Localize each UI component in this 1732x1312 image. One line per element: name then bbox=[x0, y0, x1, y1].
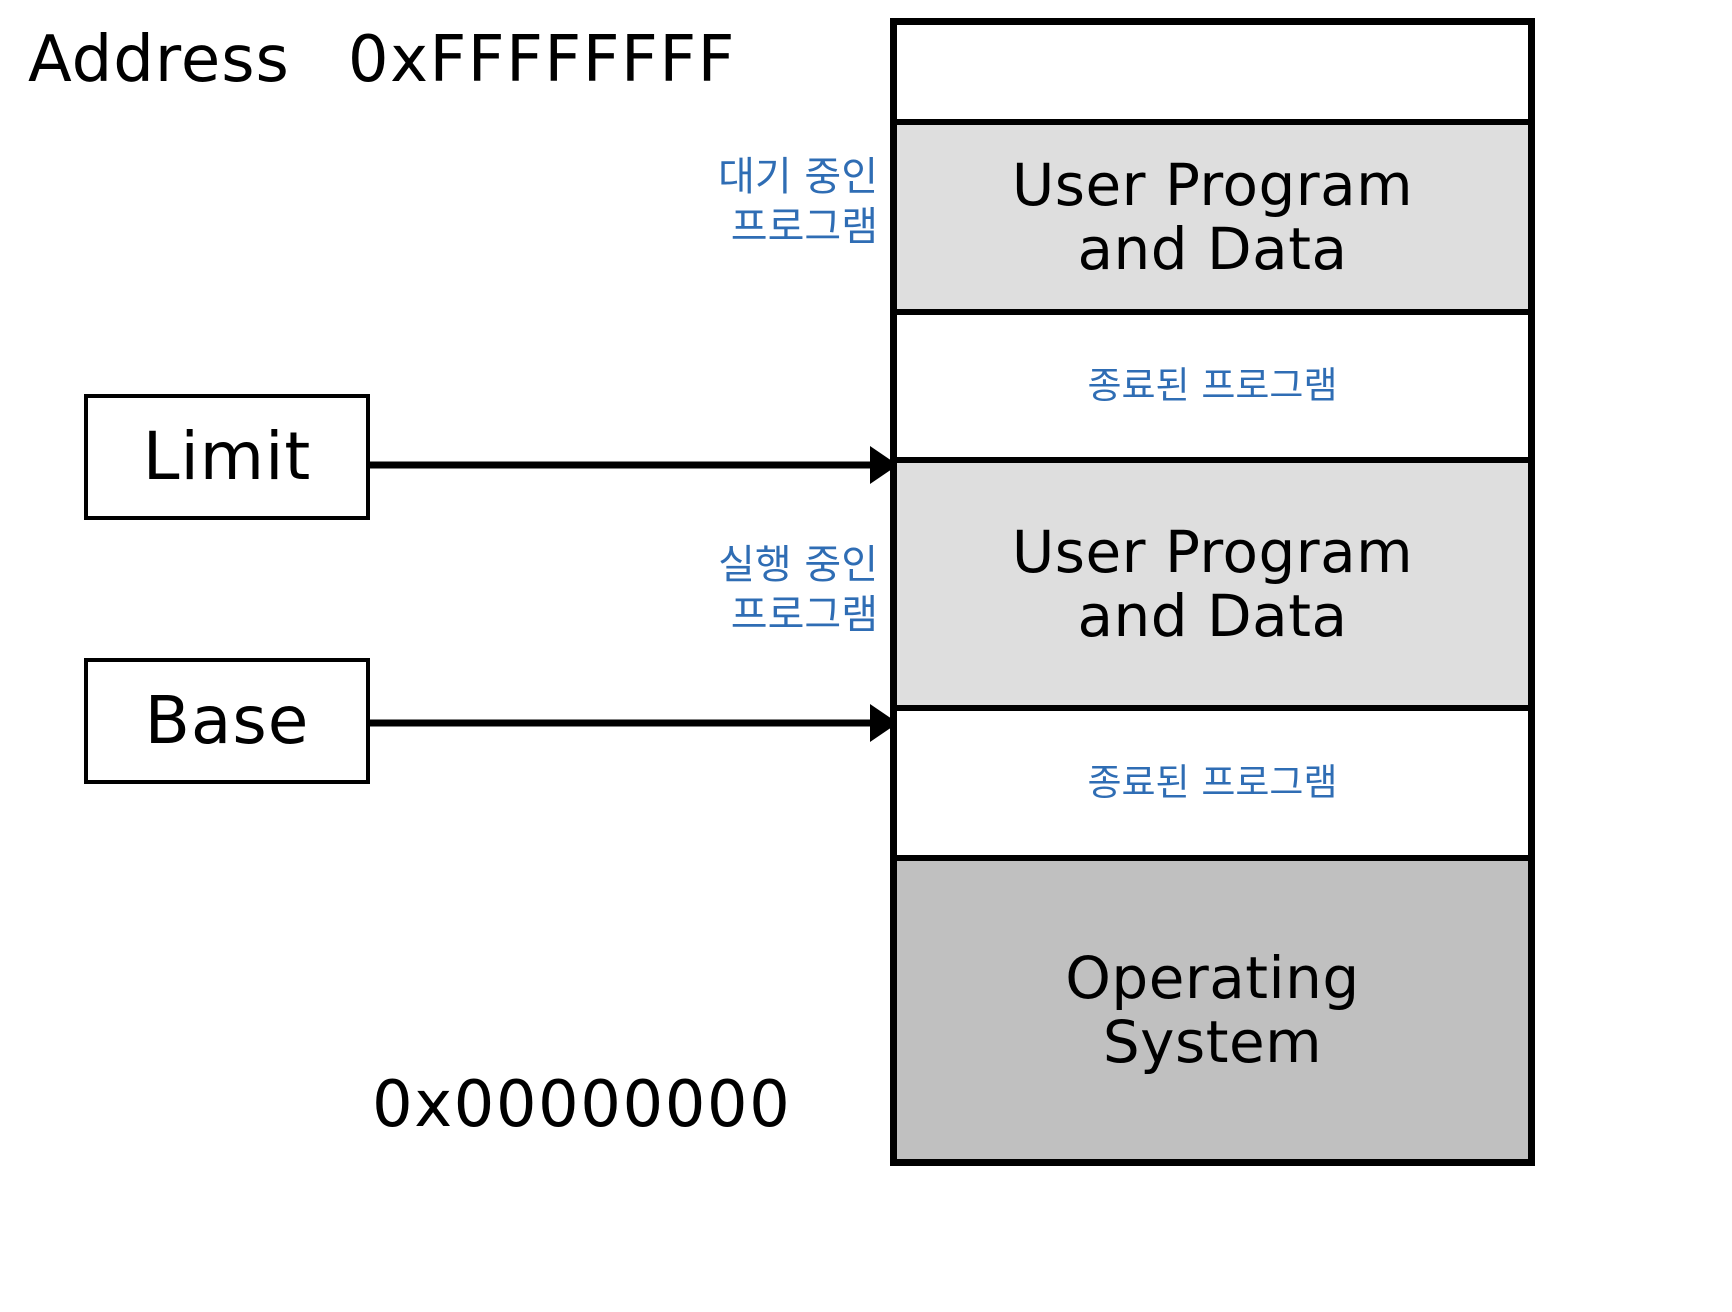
bottom-address-value: 0x00000000 bbox=[372, 1068, 792, 1142]
base-register-label: Base bbox=[144, 682, 310, 759]
segment-note: 종료된 프로그램 bbox=[1087, 761, 1338, 804]
segment-title: Operating System bbox=[1065, 944, 1360, 1076]
memory-segment-user-program-2: User Program and Data bbox=[897, 125, 1528, 315]
top-address-value: 0xFFFFFFFF bbox=[347, 23, 736, 97]
memory-segment-free-top bbox=[897, 25, 1528, 125]
memory-segment-terminated-1: 종료된 프로그램 bbox=[897, 315, 1528, 463]
base-register-box[interactable]: Base bbox=[84, 658, 370, 784]
memory-segment-operating-system: Operating System bbox=[897, 861, 1528, 1159]
top-address-caption: Address 0xFFFFFFFF bbox=[28, 22, 736, 98]
segment-note: 종료된 프로그램 bbox=[1087, 364, 1338, 407]
annotation-waiting-program: 대기 중인 프로그램 bbox=[718, 154, 878, 250]
memory-panel: User Program and Data 종료된 프로그램 User Prog… bbox=[890, 18, 1535, 1166]
limit-register-box[interactable]: Limit bbox=[84, 394, 370, 520]
memory-segment-terminated-2: 종료된 프로그램 bbox=[897, 711, 1528, 861]
memory-segment-user-program-1: User Program and Data bbox=[897, 463, 1528, 711]
limit-register-label: Limit bbox=[142, 418, 312, 495]
address-word-label: Address bbox=[28, 23, 290, 97]
segment-title: User Program and Data bbox=[1011, 151, 1414, 283]
segment-title: User Program and Data bbox=[1011, 518, 1414, 650]
limit-arrow bbox=[370, 446, 898, 484]
annotation-running-program: 실행 중인 프로그램 bbox=[718, 542, 878, 638]
base-arrow bbox=[370, 704, 898, 742]
